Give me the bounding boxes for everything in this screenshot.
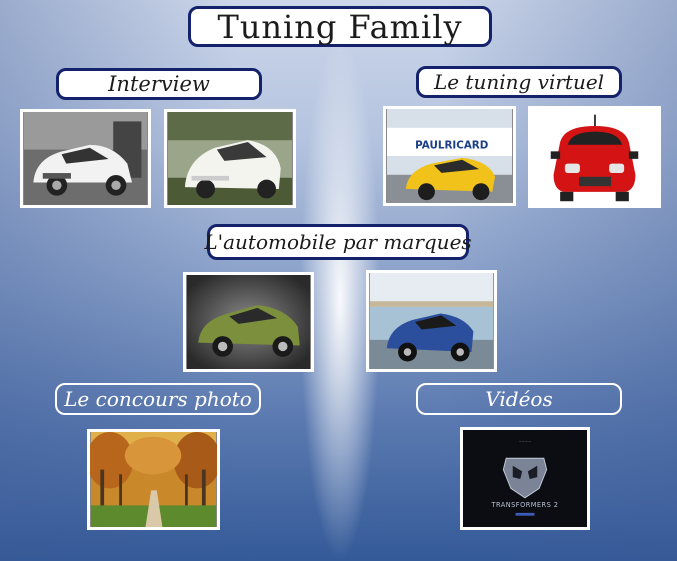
photo-yellow-megane[interactable]: PAULRICARD xyxy=(383,106,516,206)
page-title: Tuning Family xyxy=(188,6,492,47)
photo-white-audi-tt[interactable] xyxy=(20,109,151,208)
car-illustration xyxy=(168,112,292,205)
car-illustration xyxy=(531,109,658,205)
poster-illustration: ~~~~ TRANSFORMERS 2 xyxy=(463,430,587,527)
photo-red-citroen-c2[interactable] xyxy=(528,106,661,208)
car-illustration xyxy=(186,275,311,369)
brands-link[interactable]: L'automobile par marques xyxy=(204,224,472,260)
paulricard-sign: PAULRICARD xyxy=(415,139,489,151)
interview-link[interactable]: Interview xyxy=(56,68,262,100)
photo-green-ford-fiesta[interactable] xyxy=(183,272,314,372)
poster-title: TRANSFORMERS 2 xyxy=(491,501,559,509)
landscape-illustration xyxy=(90,432,217,527)
svg-text:~~~~: ~~~~ xyxy=(519,440,532,444)
car-illustration xyxy=(23,112,148,205)
videos-link[interactable]: Vidéos xyxy=(416,383,622,415)
car-illustration xyxy=(369,273,494,369)
car-illustration: PAULRICARD xyxy=(386,109,513,203)
virtual-tuning-link[interactable]: Le tuning virtuel xyxy=(416,66,622,98)
photo-autumn-avenue[interactable] xyxy=(87,429,220,530)
photo-transformers-poster[interactable]: ~~~~ TRANSFORMERS 2 xyxy=(460,427,590,530)
photo-white-tuned-car[interactable] xyxy=(164,109,296,208)
photo-blue-peugeot-207[interactable] xyxy=(366,270,497,372)
photo-contest-link[interactable]: Le concours photo xyxy=(55,383,261,415)
